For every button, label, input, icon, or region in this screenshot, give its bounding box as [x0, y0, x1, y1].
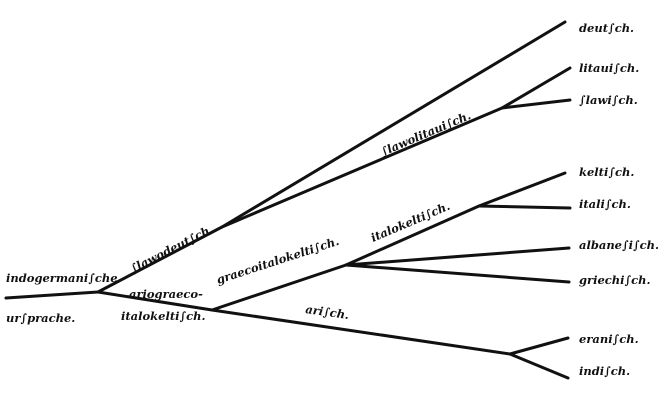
- edge-to-ariograeco: [96, 290, 214, 312]
- edge-to-slawolitauisch: [220, 106, 504, 229]
- edge-keltisch: [477, 171, 567, 208]
- label-graecoitalokeltisch: graecoitalokelti∫ch.: [215, 234, 341, 287]
- label-root-line2: ur∫prache.: [6, 311, 75, 325]
- edge-indisch: [508, 352, 570, 380]
- label-ariograeco-line2: italokelti∫ch.: [121, 309, 206, 323]
- edge-to-graecoitalokeltisch: [210, 263, 348, 312]
- edge-to-italokeltisch: [344, 204, 481, 267]
- label-ariograeco-line1: ariograeco-: [129, 287, 203, 301]
- label-root-line1: indogermani∫che: [6, 271, 118, 285]
- label-indisch: indi∫ch.: [579, 364, 630, 378]
- edge-to-arisch: [210, 308, 512, 356]
- edge-root: [4, 290, 100, 300]
- label-arisch: ari∫ch.: [305, 302, 350, 322]
- edge-albanesisch: [344, 246, 571, 267]
- edge-italisch: [477, 204, 572, 210]
- tree-edges: [4, 20, 572, 380]
- edge-deutsch: [220, 20, 567, 229]
- label-slawodeutsch: ∫lawodeut∫ch.: [128, 222, 216, 276]
- label-deutsch: deut∫ch.: [579, 21, 634, 35]
- label-keltisch: kelti∫ch.: [579, 165, 634, 179]
- label-slawolitauisch: ∫lawolitaui∫ch.: [379, 108, 473, 159]
- edge-to-slawodeutsch: [96, 225, 224, 294]
- label-slawisch: ∫lawi∫ch.: [579, 93, 638, 107]
- label-griechisch: griechi∫ch.: [579, 273, 651, 287]
- label-italisch: itali∫ch.: [579, 197, 631, 211]
- edge-griechisch: [344, 263, 571, 284]
- edge-slawisch: [500, 98, 572, 110]
- label-eranisch: erani∫ch.: [579, 332, 639, 346]
- label-albanesisch: albane∫i∫ch.: [579, 238, 659, 252]
- edge-eranisch: [508, 336, 570, 356]
- edge-litauisch: [500, 66, 572, 110]
- label-litauisch: litaui∫ch.: [579, 61, 639, 75]
